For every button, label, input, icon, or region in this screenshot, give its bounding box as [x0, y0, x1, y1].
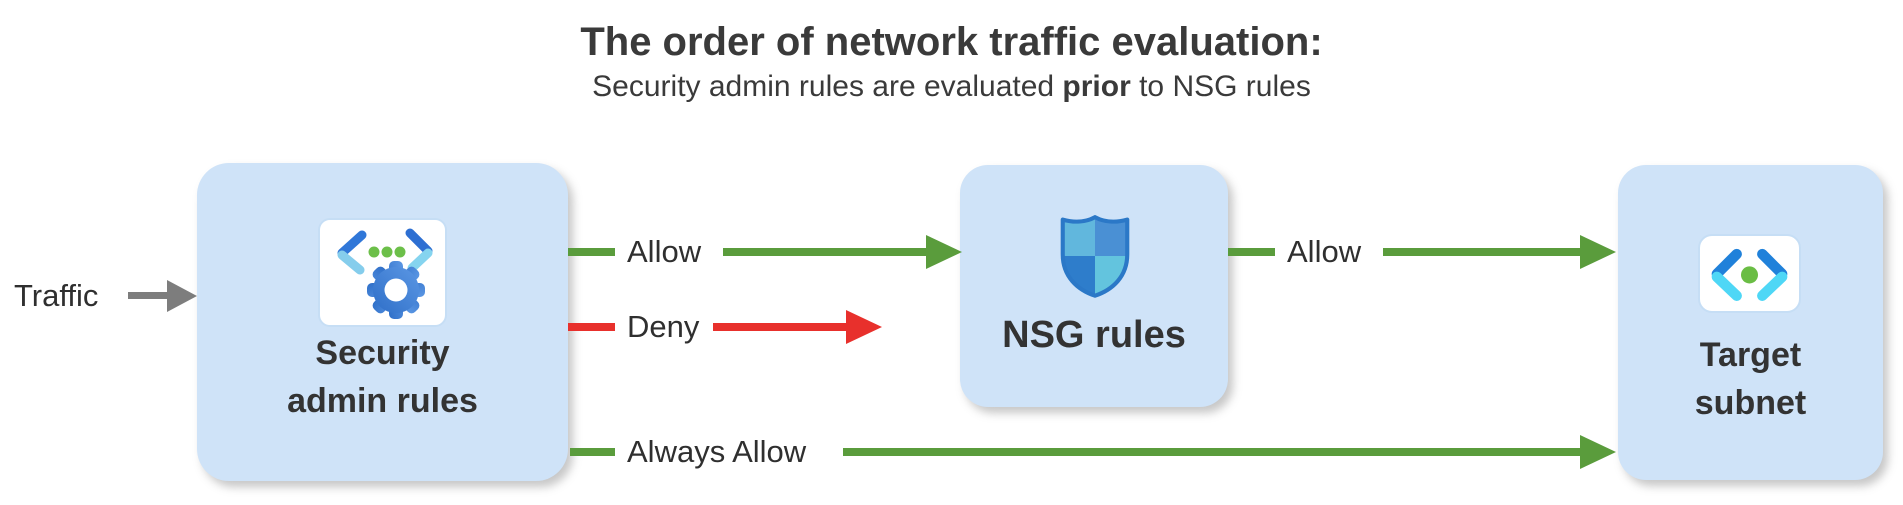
allow-to-target-arrow-head-icon [1580, 235, 1616, 269]
target-node-label-line2: subnet [1694, 384, 1807, 422]
security-node-label: Security admin rules [197, 329, 568, 425]
nsg-rules-node: NSG rules [960, 165, 1228, 407]
nsg-node-label: NSG rules [1002, 314, 1186, 356]
diagram-title: The order of network traffic evaluation: [580, 20, 1323, 64]
allow-to-target-arrow-line [1383, 248, 1580, 256]
always-allow-arrow-line [843, 448, 1580, 456]
always-allow-arrow-head-icon [1580, 435, 1616, 469]
target-subnet-node: Target subnet [1618, 165, 1883, 480]
allow-to-nsg-arrow-stub [568, 248, 615, 256]
subnet-code-icon [1711, 248, 1788, 301]
subtitle-prefix: Security admin rules are evaluated [592, 70, 1063, 103]
allow-to-nsg-arrow-label: Allow [627, 234, 702, 269]
allow-to-nsg-arrow-head-icon [926, 235, 962, 269]
subtitle-suffix: to NSG rules [1130, 70, 1311, 103]
shield-icon [1053, 213, 1137, 299]
security-node-label-line1: Security [315, 334, 450, 372]
deny-arrow-label: Deny [627, 309, 700, 344]
allow-to-target-arrow-stub [1228, 248, 1275, 256]
deny-arrow-head-icon [846, 310, 882, 344]
target-node-label-line1: Target [1699, 336, 1802, 374]
diagram-subtitle: Security admin rules are evaluated prior… [0, 70, 1903, 104]
subtitle-bold-word: prior [1062, 70, 1131, 103]
allow-to-target-arrow-label: Allow [1287, 234, 1362, 269]
network-manager-gear-icon [337, 228, 433, 319]
always-allow-arrow-stub [570, 448, 615, 456]
subnet-icon-tile [1698, 234, 1801, 313]
traffic-arrow-line [128, 292, 168, 299]
security-admin-rules-node: Security admin rules [197, 163, 568, 481]
allow-to-nsg-arrow-line [723, 248, 926, 256]
network-manager-icon-tile [318, 218, 447, 327]
traffic-label: Traffic [14, 278, 99, 313]
deny-arrow-stub [568, 323, 615, 331]
deny-arrow-line [713, 323, 846, 331]
traffic-arrow-head-icon [167, 280, 197, 312]
security-node-label-line2: admin rules [287, 382, 478, 420]
target-node-label: Target subnet [1618, 331, 1883, 427]
always-allow-arrow-label: Always Allow [627, 434, 807, 469]
